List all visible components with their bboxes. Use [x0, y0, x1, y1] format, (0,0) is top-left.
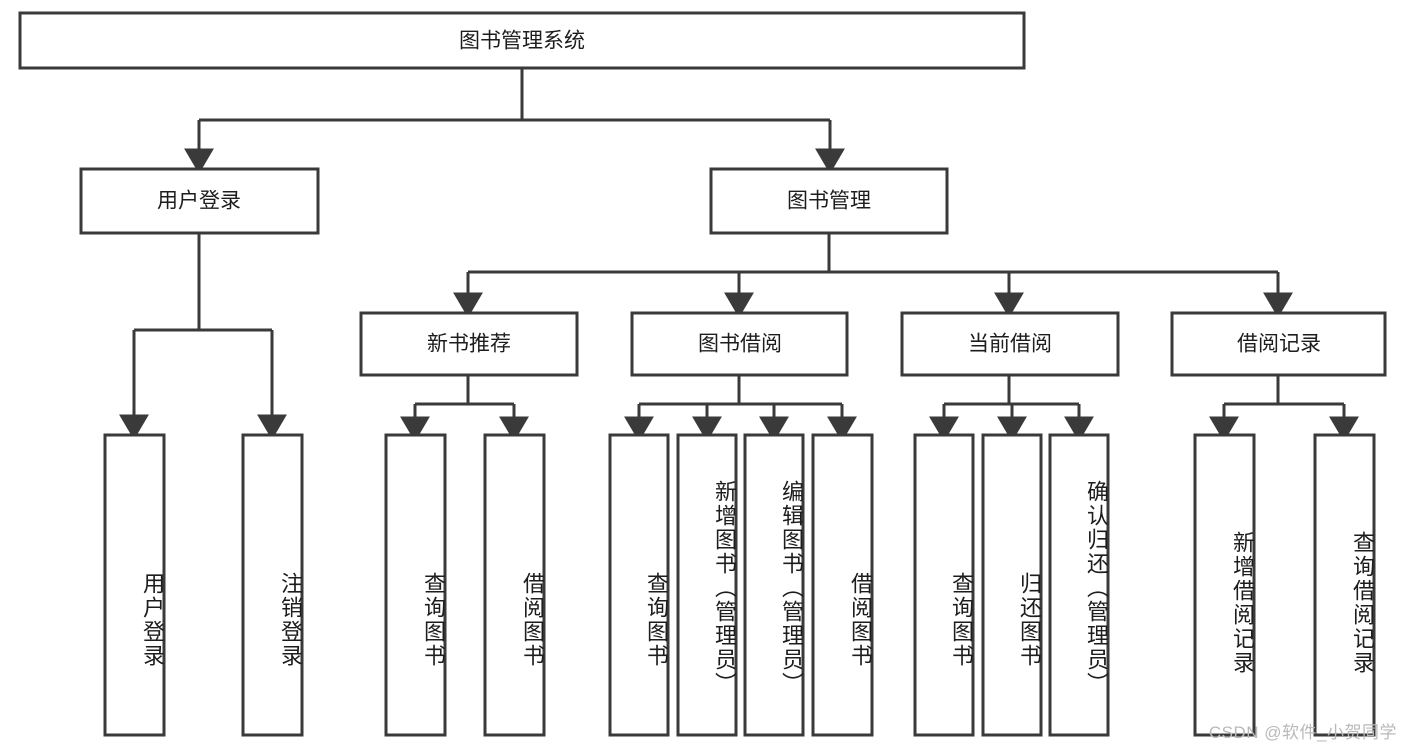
leaf-box-query-borrow-record[interactable]: [1313, 433, 1376, 737]
leaf-box-confirm-return[interactable]: [1048, 433, 1110, 737]
leaf-box-query-book-current[interactable]: [913, 433, 975, 737]
leaf-box-query-book-borrow[interactable]: [608, 433, 670, 737]
node-current-borrow[interactable]: 当前借阅: [900, 311, 1120, 377]
leaf-boxes-layer: [103, 433, 1376, 737]
csdn-watermark: CSDN @软件_小贺同学: [1208, 723, 1397, 742]
node-borrow-record[interactable]: 借阅记录: [1170, 311, 1387, 377]
leaf-box-return-book[interactable]: [981, 433, 1043, 737]
leaf-box-user-login[interactable]: [103, 433, 166, 737]
leaf-box-add-book[interactable]: [676, 433, 738, 737]
edges-layer: [119, 68, 1359, 442]
node-book-management-label: 图书管理: [787, 190, 871, 213]
node-current-borrow-label: 当前借阅: [968, 333, 1052, 356]
leaf-box-borrow-book-recommend[interactable]: [483, 433, 546, 737]
leaf-box-query-book-recommend[interactable]: [384, 433, 447, 737]
node-root[interactable]: 图书管理系统: [18, 11, 1026, 70]
leaf-box-borrow-book[interactable]: [811, 433, 874, 737]
node-borrow-record-label: 借阅记录: [1237, 333, 1321, 356]
node-new-book-recommend-label: 新书推荐: [427, 333, 511, 356]
node-root-label: 图书管理系统: [459, 30, 585, 53]
node-book-borrow[interactable]: 图书借阅: [630, 311, 849, 377]
leaf-box-logout-login[interactable]: [241, 433, 304, 737]
node-new-book-recommend[interactable]: 新书推荐: [359, 311, 579, 377]
node-user-login-label: 用户登录: [157, 190, 241, 213]
node-user-login[interactable]: 用户登录: [79, 167, 320, 235]
leaf-box-edit-book[interactable]: [743, 433, 805, 737]
node-book-management[interactable]: 图书管理: [709, 167, 949, 235]
leaf-box-add-borrow-record[interactable]: [1193, 433, 1256, 737]
node-book-borrow-label: 图书借阅: [698, 333, 782, 356]
